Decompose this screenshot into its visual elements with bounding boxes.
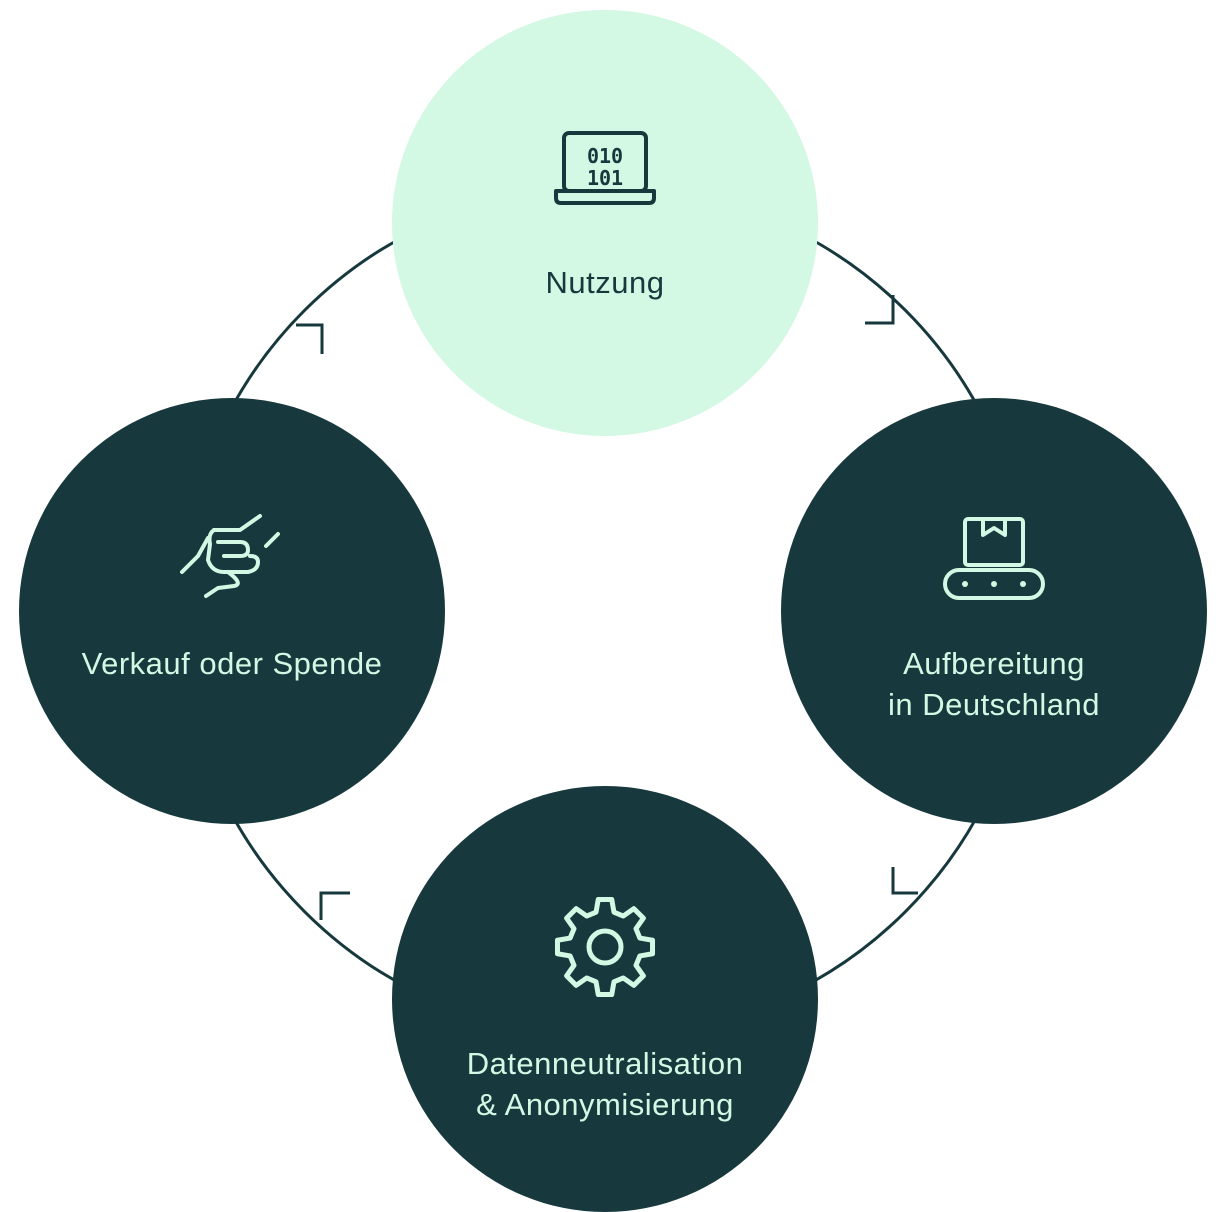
step-aufbereitung: Aufbereitung in Deutschland (781, 398, 1207, 824)
step-label: Nutzung (545, 265, 665, 300)
step-datenneutralisation: Datenneutralisation & Anonymisierung (392, 786, 818, 1212)
step-verkauf: Verkauf oder Spende (19, 398, 445, 824)
step-label: Aufbereitung in Deutschland (887, 646, 1101, 722)
arrow-bottom-left (319, 891, 350, 920)
arrow-top-right (865, 295, 895, 325)
step-nutzung: 010 101 Nutzung (392, 10, 818, 436)
svg-text:010: 010 (587, 144, 623, 168)
step-label: Datenneutralisation & Anonymisierung (466, 1046, 744, 1122)
laptop-binary-icon: 010 101 (553, 128, 657, 213)
conveyor-box-icon (941, 514, 1047, 607)
arrow-top-left (296, 323, 324, 354)
handshake-icon (178, 512, 286, 605)
arrow-bottom-right (891, 867, 918, 895)
step-label: Verkauf oder Spende (81, 646, 383, 681)
gear-icon (550, 892, 660, 1007)
svg-text:101: 101 (587, 166, 623, 190)
